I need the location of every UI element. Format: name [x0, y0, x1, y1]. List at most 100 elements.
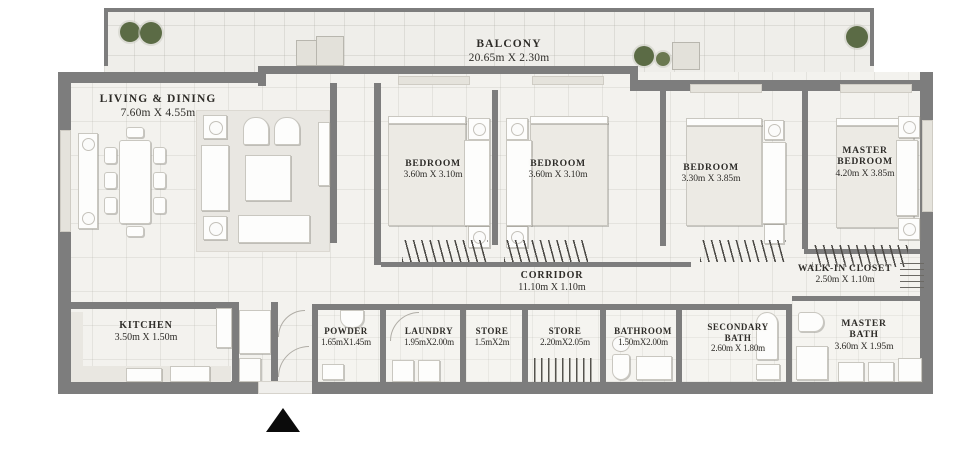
dining-chair-right-3 [153, 197, 166, 214]
exterior-wall-top-left [58, 72, 258, 83]
laundry-wall-right [460, 304, 466, 394]
coffee-table [245, 155, 291, 201]
window-bedroom-1 [398, 76, 470, 85]
living-partition-wall [330, 83, 337, 243]
exterior-wall-top-mid [258, 66, 266, 86]
entry-closet-upper [239, 310, 271, 354]
balcony-tree-2 [140, 22, 162, 44]
balcony-wall-right [870, 8, 874, 66]
bedroom-1-lamp-top [473, 123, 486, 136]
window-bedroom-2 [532, 76, 604, 85]
bedroom-2-bed [530, 122, 608, 226]
laundry-dryer [418, 360, 440, 382]
sofa-bottom [238, 215, 310, 243]
balcony-tree-5 [656, 52, 670, 66]
dining-chair-left-1 [104, 147, 117, 164]
bedroom-3-wall-left [660, 91, 666, 246]
window-living-left [60, 130, 71, 232]
entry-closet-lower [239, 358, 261, 382]
exterior-wall-top-right-step [630, 66, 638, 88]
window-master-right [922, 120, 933, 212]
kitchen-wall-right [232, 302, 239, 394]
secondary-bath-shower [756, 312, 778, 360]
kitchen-hob [170, 366, 210, 382]
kitchen-sink [126, 368, 162, 382]
bathroom-wall-right [676, 304, 682, 394]
balcony-wall-left [104, 8, 108, 66]
armchair-left [243, 117, 269, 145]
walk-in-closet-hatch [812, 245, 908, 267]
powder-wc [340, 310, 364, 328]
master-lamp-bottom [903, 223, 916, 236]
bedroom-3-lamp-top [768, 124, 781, 137]
balcony-planter-right [672, 42, 700, 70]
entry-console [78, 133, 98, 229]
console-decor-bottom [82, 212, 95, 225]
store-2-wall-right [600, 304, 606, 394]
master-bath-shower [796, 346, 828, 380]
dining-chair-head-bottom [126, 226, 144, 237]
armchair-right [274, 117, 300, 145]
bedroom-3-headboard [686, 118, 762, 126]
bedroom-2-lamp-top [511, 123, 524, 136]
side-table-top [203, 115, 227, 139]
dining-chair-left-2 [104, 172, 117, 189]
bedroom-1-wardrobe [464, 140, 490, 226]
sofa-left [201, 145, 229, 211]
bedroom-3-bed [686, 124, 762, 226]
corridor-wall-top [381, 262, 691, 267]
bedroom-2-closet-hatch [504, 240, 588, 262]
window-bedroom-3 [690, 84, 762, 93]
walk-in-closet-shelving [900, 262, 924, 288]
powder-basin [322, 364, 344, 380]
window-master-bedroom [840, 84, 912, 93]
dining-table [119, 140, 151, 224]
secondary-bath-basin [756, 364, 780, 380]
powder-wall-right [380, 304, 386, 394]
dining-chair-left-3 [104, 197, 117, 214]
store-2-shelving [534, 358, 596, 382]
console-decor-top [82, 138, 95, 151]
balcony-tree-1 [120, 22, 140, 42]
bathroom-basin [612, 336, 630, 352]
bedroom-1-headboard [388, 116, 466, 124]
secondary-bath-wall-right [786, 304, 792, 394]
kitchen-counter-left [71, 312, 83, 382]
master-lamp-top [903, 121, 916, 134]
master-bath-basin-left [838, 362, 864, 382]
store-1-wall-right [522, 304, 528, 394]
exterior-wall-top-balcony-edge [258, 66, 636, 74]
bedroom-2-headboard [530, 116, 608, 124]
master-bath-basin-right [868, 362, 894, 382]
dining-chair-head-top [126, 127, 144, 138]
bedroom-party-wall-1 [492, 90, 498, 245]
dining-chair-right-2 [153, 172, 166, 189]
powder-wall-left [312, 304, 318, 394]
balcony-planter-left-2 [316, 36, 344, 66]
bedroom-1-closet-hatch [402, 240, 488, 262]
bathroom-tub [636, 356, 672, 380]
exterior-wall-left [58, 72, 71, 394]
bedroom-1-bed [388, 122, 466, 226]
master-bath-wall-top [792, 296, 920, 301]
exterior-wall-top-right [630, 80, 933, 91]
kitchen-fridge [216, 308, 232, 348]
master-bedroom-wall-left [802, 91, 808, 249]
kitchen-wall-top [58, 302, 238, 309]
master-bath-tub [898, 358, 922, 382]
laundry-washer [392, 360, 414, 382]
dining-chair-right-1 [153, 147, 166, 164]
bedroom-3-wardrobe [762, 142, 786, 224]
service-row-wall-top [312, 304, 792, 310]
entrance-arrow [266, 408, 300, 432]
master-bath-wc [798, 312, 824, 332]
exterior-wall-bottom [58, 381, 933, 394]
master-bench [896, 140, 918, 216]
bathroom-wc [612, 354, 630, 380]
living-partition-shelf [318, 122, 330, 186]
side-table-bottom-lamp [209, 222, 223, 236]
balcony-wall-top [104, 8, 874, 12]
balcony-tree-6 [846, 26, 868, 48]
hall-wall-vertical [374, 83, 381, 265]
